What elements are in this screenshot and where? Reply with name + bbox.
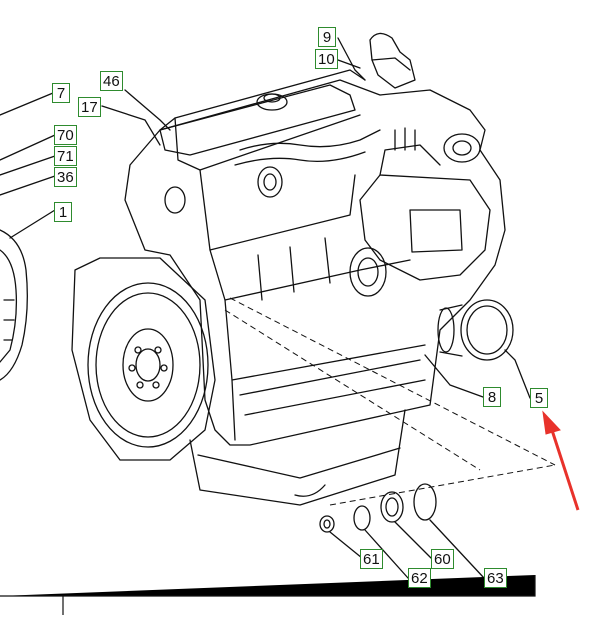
thermostat-pipe [369,32,416,89]
flywheel-housing [71,257,216,461]
valve-cover [159,84,356,156]
plug-61 [319,515,335,533]
dashed-guide-1 [229,297,556,466]
callout-63: 63 [484,568,507,588]
seal-parts [319,483,437,533]
oil-pan [189,409,406,506]
oring-63 [413,483,437,521]
bottom-rule [0,575,536,597]
red-arrow-annotation [542,410,580,511]
dashed-guide-3 [329,464,556,506]
intake-manifold [239,129,381,151]
callout-62: 62 [408,568,431,588]
callout-9: 9 [318,27,336,47]
left-housing-outline [0,229,28,381]
injection-pump [359,174,491,281]
callout-5: 5 [530,388,548,408]
flywheel [87,282,209,448]
callout-70: 70 [54,125,77,145]
seal-60 [380,491,404,523]
callout-36: 36 [54,167,77,187]
oil-filter [460,299,514,361]
oring-62 [353,505,371,531]
turbo [443,133,481,163]
dashed-guide-2 [224,309,481,471]
engine-block-outline [124,79,506,446]
callout-8: 8 [483,387,501,407]
callout-61: 61 [360,549,383,569]
callout-17: 17 [78,97,101,117]
callout-71: 71 [54,146,77,166]
callout-7: 7 [52,83,70,103]
callout-60: 60 [431,549,454,569]
callout-10: 10 [315,49,338,69]
callout-46: 46 [100,71,123,91]
callout-1: 1 [54,202,72,222]
